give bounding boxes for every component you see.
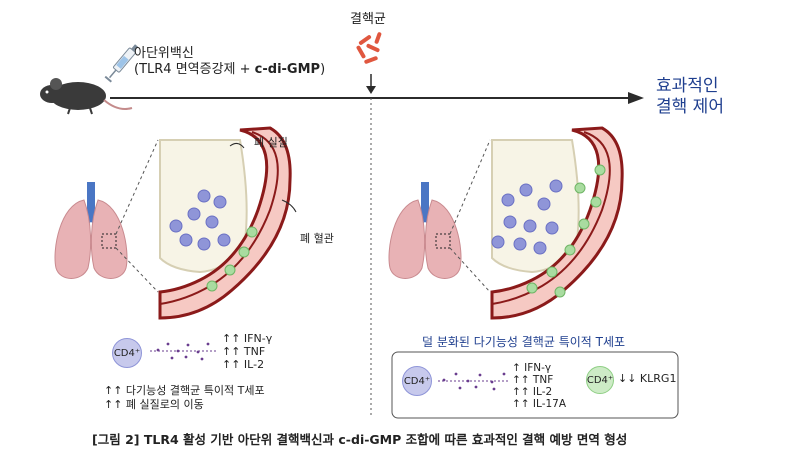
right-cd4-dots bbox=[438, 372, 508, 391]
right-lungs-icon bbox=[388, 182, 462, 279]
left-zoom-lines bbox=[115, 139, 159, 293]
left-lungs-icon bbox=[54, 182, 128, 279]
left-tcells-parenchyma bbox=[169, 189, 231, 251]
parenchyma-label: 폐 실질 bbox=[254, 136, 288, 149]
infection-arrow bbox=[366, 74, 376, 94]
right-tcells-parenchyma bbox=[491, 179, 563, 255]
pathogen-label: 결핵균 bbox=[350, 12, 386, 27]
right-zoom-lines bbox=[449, 139, 491, 293]
right-cytokine-2: ↑↑ TNF bbox=[512, 374, 554, 386]
figure-caption: [그림 2] TLR4 활성 기반 아단위 결핵백신과 c-di-GMP 조합에… bbox=[92, 432, 628, 447]
vaccine-label-suffix: ) bbox=[320, 62, 326, 77]
right-cytokine-4: ↑↑ IL-17A bbox=[512, 398, 567, 410]
outcome-line-2: 결핵 제어 bbox=[656, 97, 724, 117]
right-cytokine-3: ↑↑ IL-2 bbox=[512, 386, 553, 398]
left-cytokine-1: ↑↑ IFN-γ bbox=[222, 332, 273, 345]
left-cd4-cell: CD4⁺ bbox=[112, 338, 142, 368]
vessel-label: 폐 혈관 bbox=[300, 232, 334, 245]
right-cytokine-1: ↑ IFN-γ bbox=[512, 362, 552, 374]
outcome-line-1: 효과적인 bbox=[656, 76, 719, 96]
left-cd4-dots bbox=[150, 342, 218, 361]
right-panel-title: 덜 분화된 다기능성 결핵균 특이적 T세포 bbox=[422, 335, 626, 349]
syringe-icon bbox=[104, 44, 139, 83]
mouse-icon bbox=[40, 78, 133, 115]
vaccine-label-1: 아단위백신 bbox=[134, 46, 194, 61]
left-cytokine-3: ↑↑ IL-2 bbox=[222, 358, 265, 371]
vaccine-label-adjuvant: c-di-GMP bbox=[254, 62, 321, 77]
right-summary-box bbox=[391, 351, 679, 419]
timeline-arrow bbox=[110, 92, 644, 104]
vaccine-label-2: (TLR4 면역증강제 + c-di-GMP) bbox=[134, 62, 325, 78]
vaccine-label-prefix: (TLR4 면역증강제 + bbox=[134, 62, 255, 77]
klrg1-label: ↓↓ KLRG1 bbox=[618, 372, 677, 385]
bacteria-icon bbox=[356, 32, 382, 64]
right-cd4-cell: CD4⁺ bbox=[402, 366, 432, 396]
right-tcells-vessel bbox=[526, 164, 606, 298]
left-summary-1: ↑↑ 다기능성 결핵균 특이적 T세포 bbox=[104, 384, 265, 397]
right-cd4-cell-2: CD4⁺ bbox=[586, 366, 614, 394]
left-cytokine-2: ↑↑ TNF bbox=[222, 345, 266, 358]
right-zoom-view bbox=[490, 126, 624, 320]
left-label-arrows bbox=[229, 142, 297, 213]
left-tcells-vessel bbox=[206, 226, 258, 292]
left-summary-2: ↑↑ 폐 실질로의 이동 bbox=[104, 398, 204, 411]
